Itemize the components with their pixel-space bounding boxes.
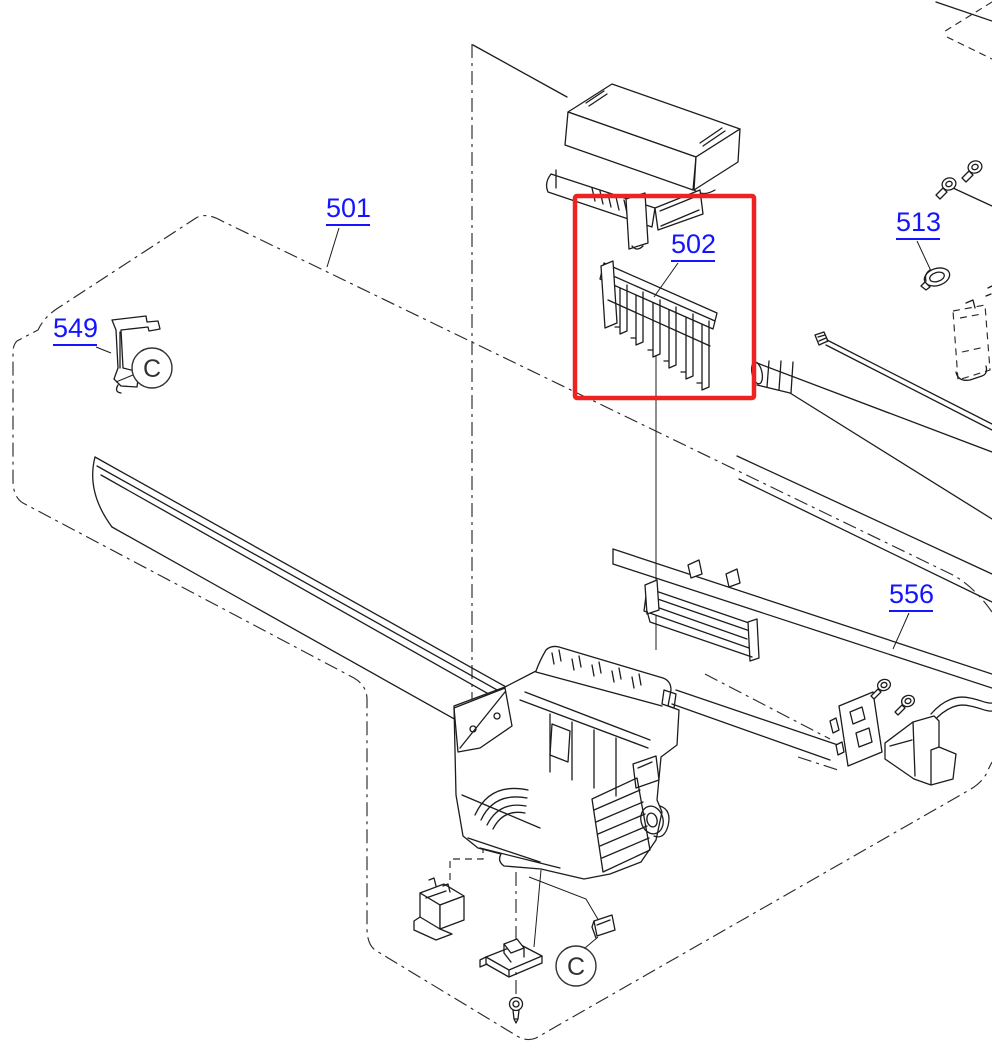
ref-letter: C	[143, 355, 161, 383]
part-label-556-text[interactable]: 556	[889, 579, 934, 609]
bracket-leader-line	[533, 869, 542, 948]
mount-bracket	[479, 938, 543, 978]
clip-part	[528, 876, 616, 939]
part-label-513[interactable]: 513	[896, 207, 941, 240]
part-label-549-text[interactable]: 549	[53, 313, 98, 343]
screw-icon	[870, 678, 892, 700]
top-assembly	[545, 83, 741, 250]
rear-rail	[736, 455, 992, 603]
screw-icon	[894, 694, 916, 716]
carriage-right-rail	[671, 689, 839, 761]
frame-bracket-dashed	[952, 285, 992, 381]
part-label-501[interactable]: 501	[326, 193, 371, 226]
corner-frame-line	[935, 1, 992, 22]
sensor-board	[829, 678, 916, 767]
part-label-501-text[interactable]: 501	[326, 193, 371, 223]
part-label-556[interactable]: 556	[889, 579, 934, 612]
label-leaders	[95, 227, 932, 949]
phantom-belt-axis-2	[797, 756, 839, 771]
screw-icon	[961, 160, 983, 183]
phantom-main-outline	[12, 215, 992, 1041]
ref-marker-c-top: C	[131, 347, 173, 389]
part-label-549[interactable]: 549	[53, 313, 98, 346]
part-label-502[interactable]: 502	[671, 229, 716, 262]
encoder-strip	[814, 331, 992, 431]
part-label-502-text[interactable]: 502	[671, 229, 716, 259]
corner-frame-dash-2	[946, 36, 992, 60]
carriage-belt	[612, 548, 992, 689]
part-502-retainer	[599, 260, 718, 391]
ref-letter: C	[567, 953, 585, 981]
ref-circle	[555, 945, 597, 987]
carriage-assembly	[453, 645, 680, 880]
bracket-549	[111, 315, 161, 394]
part-label-513-text[interactable]: 513	[896, 207, 941, 237]
cable-holder-556	[884, 696, 992, 786]
phantom-chassis-outline	[12, 1, 992, 1041]
screw-icon	[935, 177, 957, 200]
carriage-shaft	[750, 360, 992, 520]
ref-circle	[131, 347, 173, 389]
corner-frame-dash-1	[941, 1, 992, 34]
frame-edge-segment	[952, 187, 992, 207]
highlight-box-502	[572, 193, 757, 401]
phantom-belt-axis-1	[704, 673, 831, 740]
ref-marker-c-bottom: C	[555, 945, 597, 987]
connector-part	[413, 877, 465, 941]
holder-bracket	[643, 559, 760, 662]
screw-icon	[508, 996, 524, 1024]
bushing-513	[920, 267, 951, 291]
phantom-corner-edge	[472, 44, 568, 98]
